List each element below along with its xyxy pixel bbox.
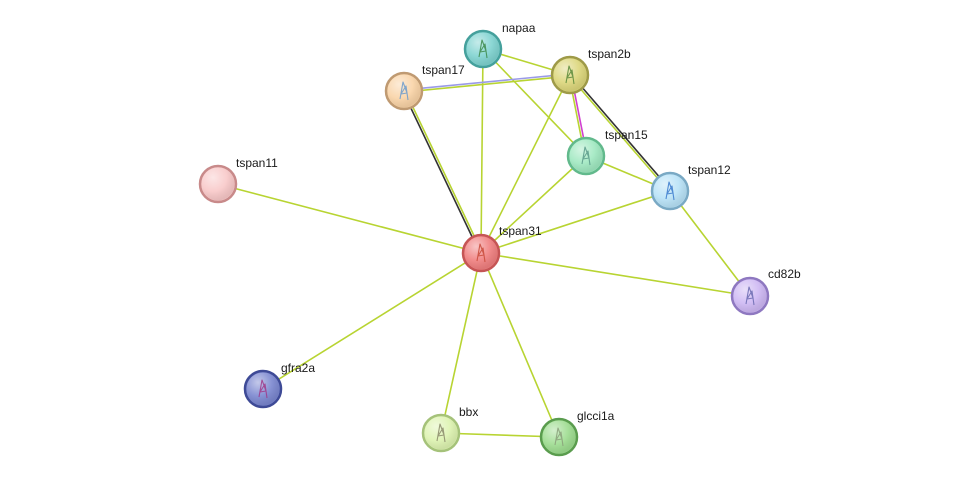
protein-structure-icon xyxy=(745,286,755,306)
node-label: tspan15 xyxy=(605,128,648,142)
node-label: cd82b xyxy=(768,267,801,281)
edge-tspan31-tspan2b[interactable] xyxy=(480,74,571,254)
node-shine xyxy=(387,74,421,108)
edge-evidence-line xyxy=(480,190,671,254)
node-tspan31[interactable]: tspan31 xyxy=(461,224,542,273)
protein-structure-icon xyxy=(665,181,675,201)
node-bbx[interactable]: bbx xyxy=(421,405,478,453)
edge-evidence-line xyxy=(570,73,672,192)
node-tspan12[interactable]: tspan12 xyxy=(650,163,731,211)
edge-napaa-tspan15[interactable] xyxy=(482,48,587,157)
edge-tspan31-bbx[interactable] xyxy=(440,252,482,434)
protein-structure-icon xyxy=(554,427,564,447)
node-shine xyxy=(653,174,687,208)
protein-structure-icon xyxy=(581,146,591,166)
protein-structure-icon xyxy=(478,39,488,59)
node-label: glcci1a xyxy=(577,409,615,423)
node-shine xyxy=(464,236,498,270)
node-label: napaa xyxy=(502,21,536,35)
edge-evidence-line xyxy=(669,190,751,297)
node-cd82b[interactable]: cd82b xyxy=(730,267,801,316)
node-shine xyxy=(246,372,280,406)
edge-tspan31-tspan17[interactable] xyxy=(402,89,483,255)
edge-tspan31-tspan12[interactable] xyxy=(480,190,671,254)
node-tspan2b[interactable]: tspan2b xyxy=(550,47,631,95)
node-label: gfra2a xyxy=(281,361,315,375)
node-glcci1a[interactable]: glcci1a xyxy=(539,409,615,457)
edge-tspan17-tspan2b[interactable] xyxy=(403,73,571,93)
protein-structure-icon xyxy=(436,423,446,443)
node-shine xyxy=(424,416,458,450)
node-label: tspan2b xyxy=(588,47,631,61)
edge-tspan12-cd82b[interactable] xyxy=(669,190,751,297)
node-shine xyxy=(553,58,587,92)
node-shine xyxy=(733,279,767,313)
protein-structure-icon xyxy=(565,65,575,85)
node-tspan17[interactable]: tspan17 xyxy=(384,63,465,111)
edge-evidence-line xyxy=(440,432,560,438)
node-shine xyxy=(542,420,576,454)
node-shine xyxy=(466,32,500,66)
edge-evidence-line xyxy=(480,155,587,254)
edge-bbx-glcci1a[interactable] xyxy=(440,432,560,438)
edge-evidence-line xyxy=(403,73,571,91)
edge-evidence-line xyxy=(217,183,482,254)
edge-tspan31-tspan11[interactable] xyxy=(217,183,482,254)
edge-tspan31-cd82b[interactable] xyxy=(480,252,751,297)
edge-tspan31-gfra2a[interactable] xyxy=(262,252,482,390)
edge-evidence-line xyxy=(402,90,481,255)
node-shine xyxy=(569,139,603,173)
edge-tspan2b-tspan12[interactable] xyxy=(568,73,672,193)
node-label: tspan12 xyxy=(688,163,731,177)
nodes-layer: tspan31 napaa tspan2b tspan17 tspan15 tspan12… xyxy=(198,21,801,457)
node-shine xyxy=(201,167,235,201)
node-label: tspan31 xyxy=(499,224,542,238)
node-label: bbx xyxy=(459,405,478,419)
edge-evidence-line xyxy=(480,252,560,438)
edge-tspan31-napaa[interactable] xyxy=(480,48,484,254)
edge-tspan31-glcci1a[interactable] xyxy=(480,252,560,438)
protein-structure-icon xyxy=(258,379,268,399)
protein-structure-icon xyxy=(399,81,409,101)
edge-evidence-line xyxy=(480,252,751,297)
edge-evidence-line xyxy=(482,48,587,157)
node-label: tspan11 xyxy=(236,156,278,170)
edge-evidence-line xyxy=(403,75,571,93)
protein-structure-icon xyxy=(476,243,486,263)
node-napaa[interactable]: napaa xyxy=(463,21,536,69)
edge-evidence-line xyxy=(568,74,670,193)
edge-evidence-line xyxy=(480,74,571,254)
edge-tspan31-tspan15[interactable] xyxy=(480,155,587,254)
node-label: tspan17 xyxy=(422,63,465,77)
node-gfra2a[interactable]: gfra2a xyxy=(243,361,315,409)
edge-evidence-line xyxy=(480,48,484,254)
node-tspan15[interactable]: tspan15 xyxy=(566,128,648,176)
edge-evidence-line xyxy=(404,89,483,254)
edge-evidence-line xyxy=(262,252,482,390)
edge-evidence-line xyxy=(440,252,482,434)
node-tspan11[interactable]: tspan11 xyxy=(198,156,278,204)
